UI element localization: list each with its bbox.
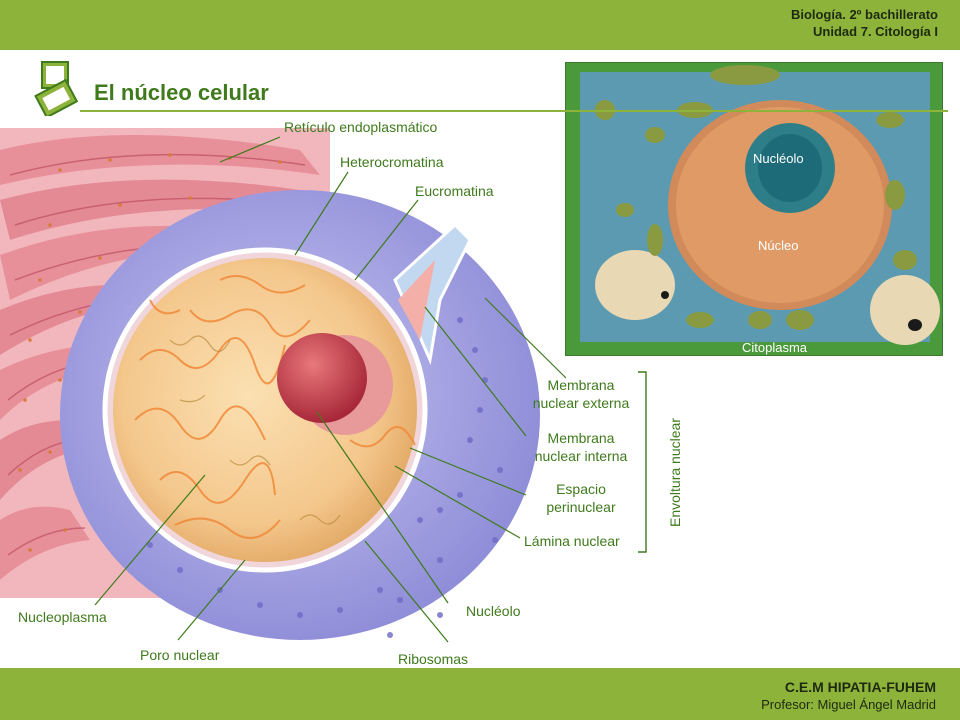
label-membrana-interna: Membrana nuclear interna [516,429,646,465]
footer-school: C.E.M HIPATIA-FUHEM [784,679,936,695]
header-unit: Unidad 7. Citología I [813,24,938,39]
label-reticulo: Retículo endoplasmático [284,119,438,135]
micro-label-nucleo: Núcleo [758,238,799,253]
label-espacio: Espacio perinuclear [516,480,646,516]
page-title: El núcleo celular [94,80,269,105]
label-nucleoplasma: Nucleoplasma [18,609,107,625]
micro-label-nucleolo: Nucléolo [753,151,804,166]
micrograph [565,62,943,356]
label-membrana-externa: Membrana nuclear externa [516,376,646,412]
label-nucleolo: Nucléolo [466,603,521,619]
label-membrana-interna-line2: nuclear interna [534,448,628,464]
label-membrana-interna-line1: Membrana [547,430,615,446]
label-eucromatina: Eucromatina [415,183,494,199]
header-text: Biología. 2º bachillerato Unidad 7. Cito… [791,6,938,40]
label-membrana-externa-line1: Membrana [547,377,615,393]
micro-label-citoplasma: Citoplasma [742,340,808,355]
label-lamina: Lámina nuclear [524,533,620,549]
label-poro: Poro nuclear [140,647,220,663]
label-espacio-line2: perinuclear [546,499,616,515]
envelope-bracket [638,371,647,553]
footer-teacher: Profesor: Miguel Ángel Madrid [761,697,936,712]
label-membrana-externa-line2: nuclear externa [532,395,630,411]
label-envoltura: Envoltura nuclear [667,418,683,527]
header-bar: Biología. 2º bachillerato Unidad 7. Cito… [0,0,960,50]
logo-icon [34,61,79,116]
header-course: Biología. 2º bachillerato [790,7,938,22]
nucleus-interior [113,258,417,562]
title-divider [80,110,948,112]
leader-lines [94,136,567,643]
label-espacio-line1: Espacio [556,481,606,497]
label-heterocromatina: Heterocromatina [340,154,444,170]
label-ribosomas: Ribosomas [398,651,469,667]
footer-bar: C.E.M HIPATIA-FUHEM Profesor: Miguel Áng… [0,668,960,720]
